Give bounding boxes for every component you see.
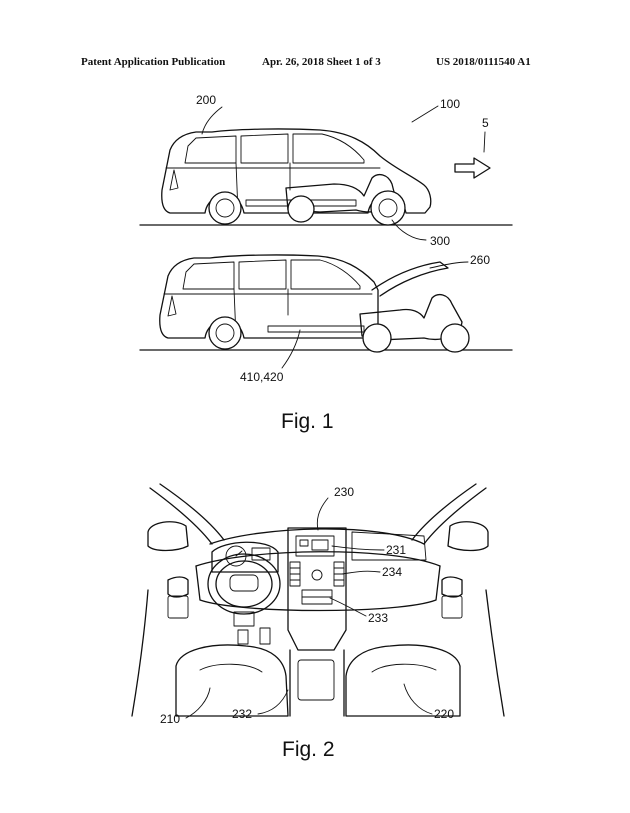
tail-light [169,169,179,191]
label-controls: 233 [368,611,388,625]
leader-line [483,131,486,153]
right-seat-seam [371,663,437,673]
right-seat [345,644,461,717]
leader-line [185,687,211,719]
scooter-stowed [285,173,397,213]
label-system: 100 [440,97,460,111]
dashboard-face [195,565,441,612]
label-scooter: 300 [430,234,450,248]
right-door-handle [441,576,463,598]
label-display: 231 [386,543,406,557]
leader-line [201,106,223,135]
leader-line [316,497,329,531]
left-window-switches [167,595,189,619]
cluster-display [251,547,271,561]
speedometer-icon [225,545,247,567]
steering-wheel [207,553,281,615]
fig1-car-deployed [139,254,513,369]
rear-wheel [208,191,242,225]
screen-button [299,539,309,547]
steering-hub [229,574,259,592]
middle-window [238,259,287,290]
open-hood [371,261,449,297]
leader-line [257,689,289,715]
fig2-caption: Fig. 2 [282,738,335,761]
center-tunnel [289,649,345,717]
leader-line [403,683,433,715]
leader-line [329,597,367,617]
publication-date-sheet: Apr. 26, 2018 Sheet 1 of 3 [262,56,381,68]
passenger-dash [351,531,427,561]
middle-window [240,133,289,164]
rear-hub [215,323,235,343]
steering-wheel-inner [215,560,273,608]
dashboard-line [195,551,441,567]
front-wheel [370,190,406,226]
right-a-pillar-inner [411,483,477,541]
left-mirror [147,521,189,552]
label-hood: 260 [470,253,490,267]
scooter-deployed [359,293,463,341]
car-front-wheel [362,323,392,353]
label-vent: 234 [382,565,402,579]
label-right-seat: 220 [434,707,454,721]
publication-title: Patent Application Publication [81,56,226,68]
right-window-switches [441,595,463,619]
label-car: 200 [196,93,216,107]
leader-line [281,329,301,369]
front-window [292,133,365,164]
steering-column [233,611,255,627]
leader-line [391,219,427,241]
left-a-pillar [149,487,213,545]
label-dashboard: 230 [334,485,354,499]
fig1-car-stowed [139,105,513,241]
front-window [290,259,361,290]
rear-wheel [208,316,242,350]
front-hub [378,198,398,218]
label-left-seat: 210 [160,712,180,726]
leader-line [429,261,469,269]
scooter-front-wheel [440,323,470,353]
label-rail: 410,420 [240,370,284,384]
left-seat [175,644,289,717]
armrest [297,659,335,701]
tail-light [167,295,177,317]
rear-window [182,261,235,290]
leader-line [341,570,381,575]
dashboard-top [209,528,425,545]
left-seat-seam [199,663,263,673]
rail [267,325,365,333]
left-door-handle [167,576,189,598]
label-console: 232 [232,707,252,721]
right-b-pillar [485,589,505,717]
left-b-pillar [131,589,149,717]
publication-number: US 2018/0111540 A1 [436,56,531,68]
fig2-interior [131,483,505,719]
center-stack [287,527,347,651]
page-header: Patent Application Publication Apr. 26, … [0,56,630,72]
scooter-wheel [287,195,315,223]
leader-line [411,105,439,123]
center-knob [311,569,323,581]
label-direction: 5 [482,116,489,130]
rear-hub [215,198,235,218]
car-body [159,254,379,339]
screen-panel [311,539,329,551]
fig1-caption: Fig. 1 [281,410,334,433]
direction-arrow-icon [454,157,491,179]
left-a-pillar-inner [159,483,225,541]
right-mirror [447,521,489,552]
right-a-pillar [423,487,487,545]
leader-line [331,545,385,551]
pedal [237,629,249,645]
rear-window [184,135,237,164]
instrument-cluster [211,541,279,573]
pedal [259,627,271,645]
